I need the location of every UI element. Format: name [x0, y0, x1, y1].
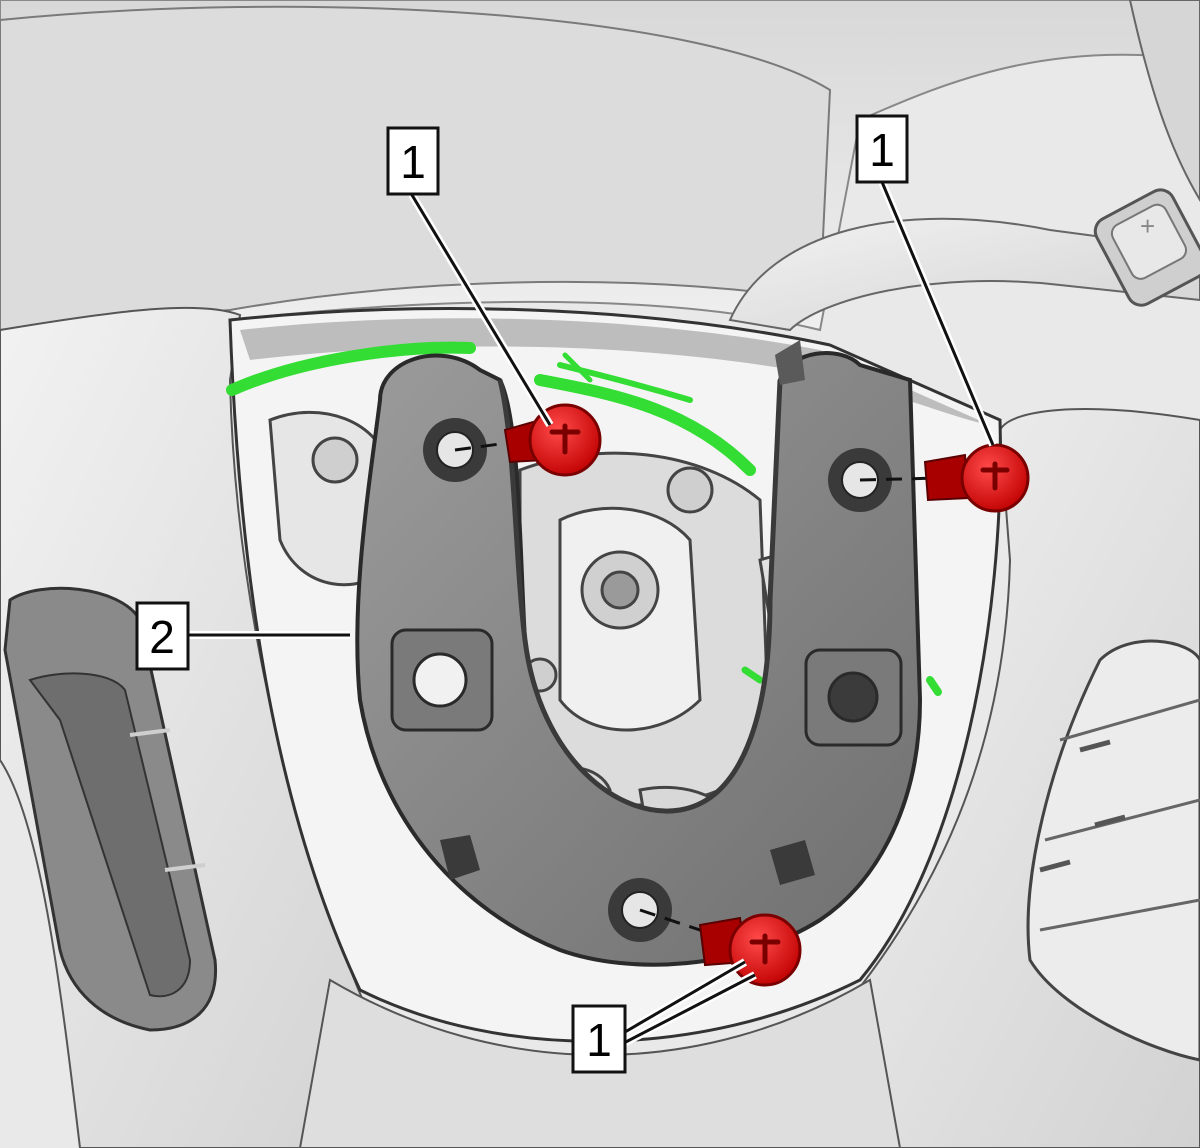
- leader-lines: [188, 180, 997, 1049]
- callout-1-bottom: 1: [571, 1004, 627, 1074]
- paddle-plus-label: +: [1140, 211, 1155, 241]
- callout-1-top-left-label: 1: [400, 136, 426, 188]
- paddle-shifter-icon: +: [1093, 188, 1200, 307]
- wire-harness-icon: [226, 341, 942, 696]
- bracket-icon: [355, 340, 923, 967]
- callout-1-top-right: 1: [855, 114, 909, 184]
- tab-top-right: [775, 340, 805, 385]
- callout-1-bottom-label: 1: [586, 1014, 612, 1066]
- u-bracket: [355, 351, 923, 967]
- fastener-icon: [503, 403, 1030, 987]
- clip-right: [770, 840, 815, 885]
- bracket-hole-right: [804, 648, 903, 747]
- left-switch-pad: [3, 586, 218, 1032]
- callout-2: 2: [135, 601, 190, 671]
- callout-1-top-left: 1: [386, 126, 440, 196]
- fastener-right: [923, 443, 1030, 513]
- right-switch-pad: [1026, 639, 1200, 1062]
- fastener-bottom: [698, 913, 802, 987]
- callout-2-label: 2: [149, 611, 175, 663]
- stalk: [1128, 0, 1200, 202]
- bracket-inner-edge: [497, 379, 783, 814]
- callout-1-top-right-label: 1: [869, 124, 895, 176]
- bracket-hole-left: [390, 628, 494, 732]
- clip-left: [440, 835, 480, 880]
